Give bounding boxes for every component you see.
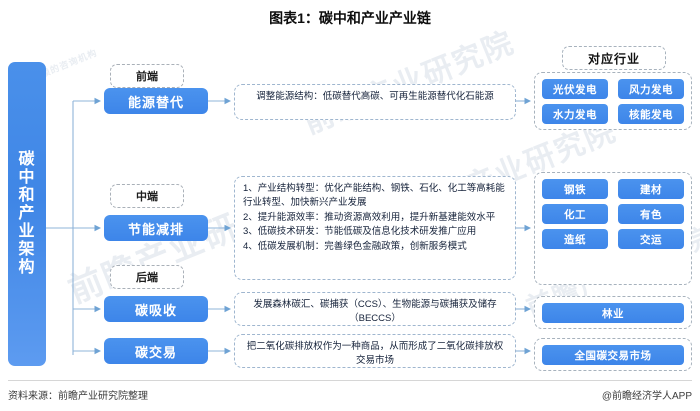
node-energy-substitution[interactable]: 能源替代 [104,88,208,114]
desc-carbon-trading: 把二氧化碳排放权作为一种商品，从而形成了二氧化碳排放权交易市场 [234,334,516,368]
industry-chip[interactable]: 交运 [618,229,684,249]
industry-chip[interactable]: 化工 [542,204,608,224]
page-title: 图表1：碳中和产业产业链 [269,10,431,26]
industry-chip[interactable]: 造纸 [542,229,608,249]
industry-chip[interactable]: 有色 [618,204,684,224]
stage-label-middle: 中端 [110,184,184,208]
stage-label-back: 后端 [110,265,184,289]
industry-group-header: 对应行业 [562,46,666,70]
watermark: 前瞻产业研究院 [296,18,520,143]
node-energy-saving[interactable]: 节能减排 [104,215,208,241]
desc-carbon-absorption: 发展森林碳汇、碳捕获（CCS）、生物能源与碳捕获及储存（BECCS） [234,292,516,326]
industry-chip[interactable]: 全国碳交易市场 [542,345,684,365]
group-energy-industries: 光伏发电 风力发电 水力发电 核能发电 [534,72,692,130]
node-carbon-trading[interactable]: 碳交易 [104,338,208,364]
group-trading-market: 全国碳交易市场 [534,338,692,371]
desc-energy-saving: 1、产业结构转型：优化产能结构、钢铁、石化、化工等高耗能行业转型、加快新兴产业发… [234,176,516,280]
trunk-label: 碳中和产业架构 [18,151,36,276]
node-carbon-absorption[interactable]: 碳吸收 [104,296,208,322]
industry-chip[interactable]: 水力发电 [542,104,608,124]
desc-line: 2、提升能源效率：推动资源高效利用，提升新基建能效水平 [243,211,496,223]
brand-credit: @前瞻经济学人APP [601,391,692,402]
group-forestry-industries: 林业 [534,296,692,329]
industry-chip[interactable]: 风力发电 [618,79,684,99]
source-note: 资料来源：前瞻产业研究院整理 [8,391,148,402]
desc-line: 1、产业结构转型：优化产能结构、钢铁、石化、化工等高耗能行业转型、加快新兴产业发… [243,183,505,209]
industry-chip[interactable]: 林业 [542,303,684,323]
industry-chip[interactable]: 光伏发电 [542,79,608,99]
group-heavy-industries: 钢铁 建材 化工 有色 造纸 交运 [534,172,692,285]
desc-energy-substitution: 调整能源结构：低碳替代高碳、可再生能源替代化石能源 [234,84,516,120]
industry-chip[interactable]: 建材 [618,179,684,199]
desc-line: 4、低碳发展机制：完善绿色金融政策，创新服务模式 [243,240,467,252]
footer-divider [8,380,692,381]
trunk-architecture[interactable]: 碳中和产业架构 [8,62,46,366]
stage-label-front: 前端 [110,64,184,88]
industry-chip[interactable]: 钢铁 [542,179,608,199]
desc-line: 3、低碳技术研发：节能低碳及信息化技术研发推广应用 [243,226,477,238]
industry-chip[interactable]: 核能发电 [618,104,684,124]
